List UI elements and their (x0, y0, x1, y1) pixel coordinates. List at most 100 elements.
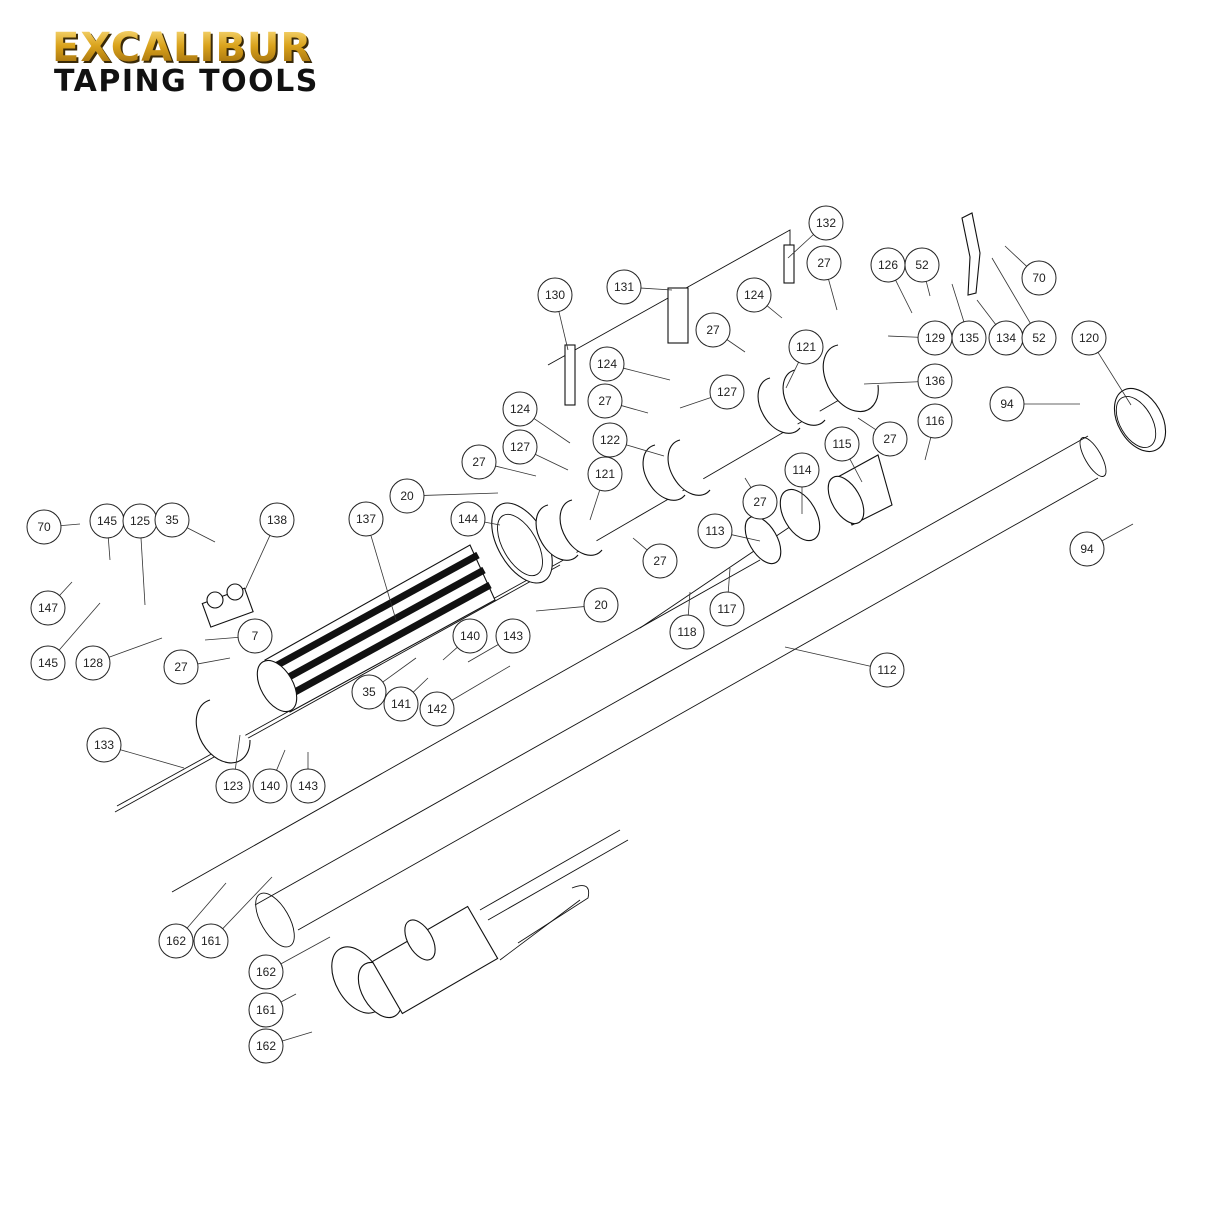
svg-text:162: 162 (256, 965, 276, 979)
svg-text:114: 114 (792, 463, 811, 477)
part-callout-127: 127 (502, 429, 538, 465)
leader-line (766, 305, 783, 319)
svg-text:52: 52 (915, 258, 929, 272)
leader-line (787, 234, 814, 259)
svg-text:27: 27 (472, 455, 486, 469)
bracket-138 (201, 583, 254, 628)
part-callout-131: 131 (606, 269, 642, 305)
leader-line (785, 362, 799, 389)
svg-text:131: 131 (614, 280, 634, 294)
leader-line (621, 405, 649, 414)
part-callout-27: 27 (163, 649, 199, 685)
leader-line (186, 882, 227, 929)
leader-line (849, 458, 863, 483)
part-callout-123: 123 (215, 768, 251, 804)
svg-text:161: 161 (256, 1003, 276, 1017)
svg-text:129: 129 (925, 331, 945, 345)
svg-text:141: 141 (391, 697, 411, 711)
svg-text:70: 70 (1032, 271, 1046, 285)
leader-line (108, 637, 163, 658)
part-callout-144: 144 (450, 501, 486, 537)
part-callout-162: 162 (248, 954, 284, 990)
svg-text:121: 121 (595, 467, 615, 481)
svg-text:140: 140 (460, 629, 480, 643)
leader-line (276, 749, 286, 771)
svg-text:135: 135 (959, 331, 979, 345)
svg-text:120: 120 (1079, 331, 1099, 345)
part-callout-118: 118 (669, 614, 705, 650)
svg-text:130: 130 (545, 288, 565, 302)
part-callout-143: 143 (495, 618, 531, 654)
leader-line (925, 281, 931, 297)
svg-text:161: 161 (201, 934, 221, 948)
leader-line (451, 665, 511, 701)
svg-text:27: 27 (706, 323, 720, 337)
leader-line (784, 646, 871, 667)
leader-line (687, 591, 691, 616)
svg-text:35: 35 (362, 685, 376, 699)
leader-line (895, 280, 913, 314)
leader-line (442, 646, 458, 661)
part-callout-70: 70 (1021, 260, 1057, 296)
leader-line (382, 657, 417, 683)
leader-line (991, 257, 1031, 324)
svg-text:144: 144 (458, 512, 478, 526)
leader-line (679, 397, 712, 409)
part-callout-35: 35 (154, 502, 190, 538)
svg-text:124: 124 (744, 288, 764, 302)
part-callout-27: 27 (695, 312, 731, 348)
part-callout-52: 52 (1021, 320, 1057, 356)
leader-line (186, 527, 216, 543)
part-callout-94: 94 (989, 386, 1025, 422)
leader-line (857, 417, 877, 431)
svg-text:127: 127 (510, 440, 530, 454)
leader-line (423, 492, 499, 496)
end-cap-120 (1113, 388, 1167, 452)
leader-line (1097, 352, 1132, 406)
leader-line (467, 644, 499, 663)
part-callout-27: 27 (806, 245, 842, 281)
part-callout-128: 128 (75, 645, 111, 681)
leader-line (244, 535, 271, 591)
leader-line (924, 437, 932, 461)
svg-text:20: 20 (594, 598, 608, 612)
leader-line (60, 523, 81, 526)
clamps (195, 344, 879, 764)
part-callout-27: 27 (872, 421, 908, 457)
part-callout-117: 117 (709, 591, 745, 627)
leader-line (197, 657, 231, 665)
svg-text:142: 142 (427, 702, 447, 716)
part-callout-27: 27 (642, 543, 678, 579)
outer-tube-112 (254, 435, 1107, 948)
svg-text:127: 127 (717, 385, 737, 399)
leader-line (535, 606, 585, 612)
leader-line (412, 677, 429, 693)
leader-line (976, 299, 997, 325)
part-callout-145: 145 (30, 645, 66, 681)
leader-line (951, 283, 965, 322)
leader-line (535, 453, 569, 471)
leader-line (623, 367, 671, 381)
svg-text:117: 117 (717, 602, 736, 616)
part-callout-116: 116 (917, 403, 953, 439)
part-callout-124: 124 (736, 277, 772, 313)
svg-text:7: 7 (252, 629, 259, 643)
svg-text:138: 138 (267, 513, 287, 527)
leader-line (731, 534, 761, 542)
leader-line (120, 749, 185, 769)
leader-line (282, 1031, 313, 1042)
part-callout-130: 130 (537, 277, 573, 313)
part-callout-140: 140 (452, 618, 488, 654)
svg-text:70: 70 (37, 520, 51, 534)
part-callout-112: 112 (869, 652, 905, 688)
part-callout-161: 161 (193, 923, 229, 959)
part-callout-120: 120 (1071, 320, 1107, 356)
svg-text:128: 128 (83, 656, 103, 670)
leader-line (533, 418, 571, 444)
part-callout-162: 162 (158, 923, 194, 959)
cups (744, 454, 893, 565)
svg-text:143: 143 (503, 629, 523, 643)
part-callout-20: 20 (389, 478, 425, 514)
part-callout-127: 127 (709, 374, 745, 410)
part-callout-94: 94 (1069, 531, 1105, 567)
